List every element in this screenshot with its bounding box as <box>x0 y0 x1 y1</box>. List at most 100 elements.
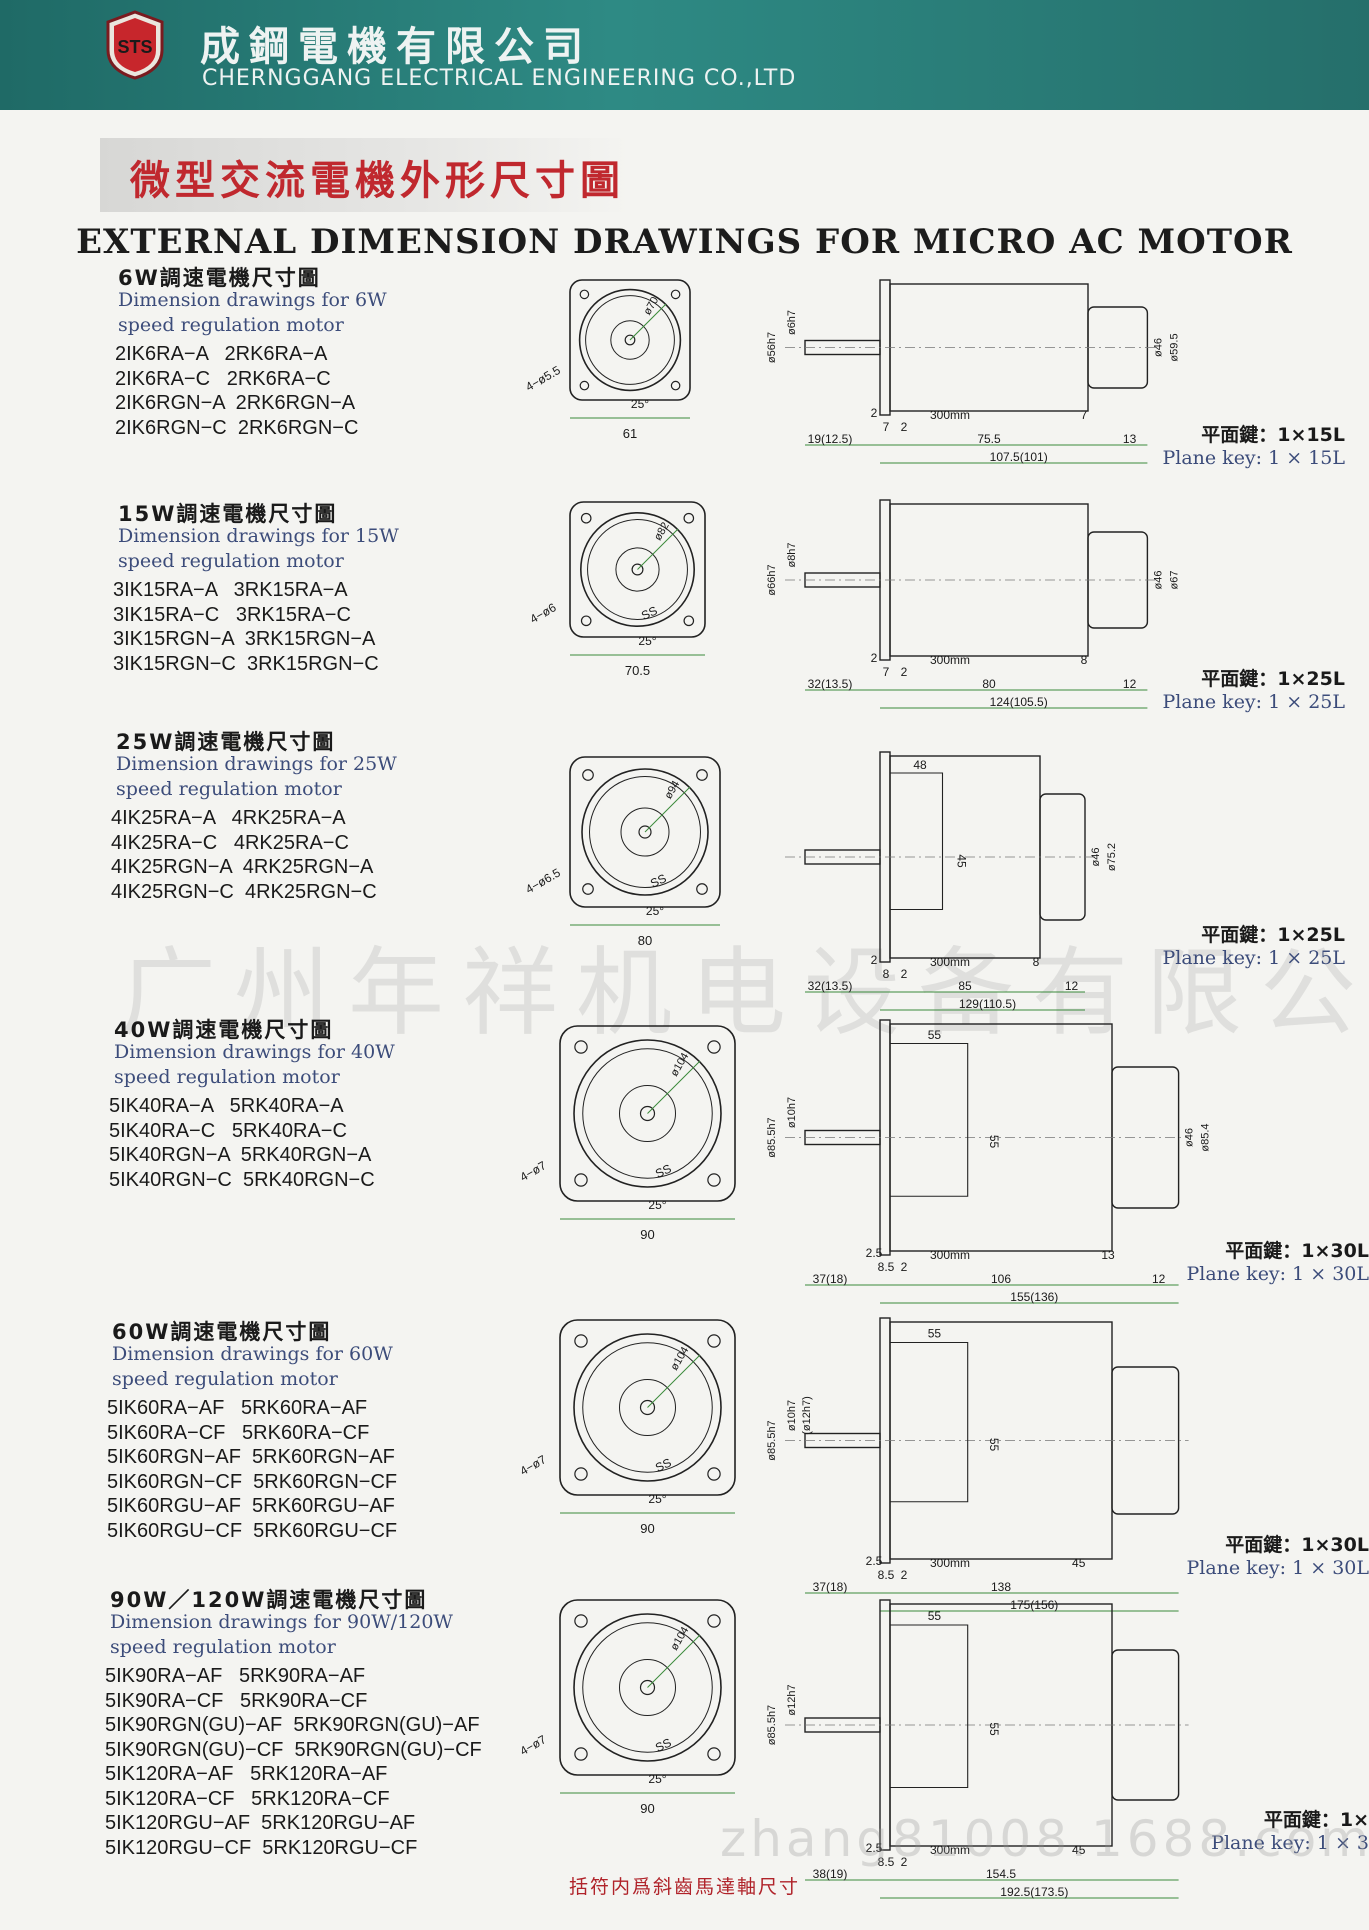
body-dia-dim: ø75.2 <box>1106 843 1118 871</box>
model-list: 2IK6RA−A 2RK6RA−A 2IK6RA−C 2RK6RA−C 2IK6… <box>115 343 359 439</box>
box-height-dim: 45 <box>955 854 969 868</box>
angle-dim: 25° <box>648 1772 666 1786</box>
ss-mark: SS <box>648 871 668 890</box>
rear-cover <box>1087 531 1149 629</box>
body-length-dim: 75.5 <box>977 432 1001 446</box>
company-name-en: CHERNGGANG ELECTRICAL ENGINEERING CO.,LT… <box>202 66 797 91</box>
angle-dim: 25° <box>648 1198 666 1212</box>
cover-dia-dim: ø46 <box>1090 848 1102 867</box>
shaft-ext-dim: 19(12.5) <box>808 432 853 446</box>
body-length-dim: 106 <box>991 1272 1011 1286</box>
flange-dia-dim: ø85.5h7 <box>766 1420 778 1460</box>
flange-circle <box>581 768 709 896</box>
total-length-dim: 129(110.5) <box>959 997 1016 1011</box>
plane-key-cn: 平面鍵：1×25L <box>1201 668 1345 690</box>
section-subtitle-line: speed regulation motor <box>116 778 342 800</box>
pcd-leader <box>647 1060 701 1114</box>
angle-dim: 25° <box>638 634 656 648</box>
box-width-dim: 55 <box>928 1028 942 1042</box>
terminal-box <box>890 1042 969 1197</box>
body-dia-dim: ø67 <box>1168 571 1180 590</box>
mount-hole <box>582 769 594 781</box>
plane-key-en: Plane key: 1 × 25L <box>1162 691 1345 713</box>
shaft-ext-dim: 32(13.5) <box>808 979 853 993</box>
flange-dia-dim: ø66h7 <box>766 564 778 595</box>
flange-outline <box>569 279 691 401</box>
pcd-leader <box>647 1634 701 1688</box>
watermark-text: 广州年祥机电设备有限公司 <box>120 937 1369 1049</box>
dim-c: 2 <box>901 1568 908 1582</box>
model-list: 5IK90RA−AF 5RK90RA−AF 5IK90RA−CF 5RK90RA… <box>105 1665 482 1859</box>
pcd-label: ø82 <box>652 520 672 542</box>
section-subtitle-line: Dimension drawings for 15W <box>118 525 399 547</box>
boss-circle <box>619 1659 676 1716</box>
model-list: 5IK40RA−A 5RK40RA−A 5IK40RA−C 5RK40RA−C … <box>109 1095 375 1191</box>
pilot-circle <box>589 776 701 888</box>
terminal-box <box>890 1624 969 1789</box>
box-width-dim: 55 <box>928 1609 942 1623</box>
shaft-circle <box>624 334 636 346</box>
plane-key-cn: 平面鍵：1×30L <box>1225 1240 1369 1262</box>
section-title: 6W調速電機尺寸圖 <box>118 266 321 290</box>
dim-a: 2 <box>871 406 878 420</box>
footnote: 括符内爲斜齒馬達軸尺寸 <box>568 1876 800 1898</box>
section-subtitle-line: speed regulation motor <box>118 550 344 572</box>
hole-callout: 4−ø5.5 <box>523 363 563 394</box>
plane-key-cn: 平面鍵：1×25L <box>1201 924 1345 946</box>
cable-length: 300mm <box>930 653 970 667</box>
pcd-leader <box>637 528 679 570</box>
banner-title-cn: 微型交流電機外形尺寸圖 <box>130 158 625 204</box>
total-length-dim: 124(105.5) <box>990 695 1048 709</box>
mount-hole <box>670 289 681 300</box>
section-title: 25W調速電機尺寸圖 <box>116 730 336 754</box>
tail-length-dim: 13 <box>1123 432 1137 446</box>
flange-dia-dim: ø85.5h7 <box>766 1117 778 1157</box>
shaft-dia-dim: ø10h7 <box>786 1097 798 1128</box>
dim-c: 2 <box>901 1260 908 1274</box>
plane-key-en: Plane key: 1 × 25L <box>1162 947 1345 969</box>
plane-key-cn: 平面鍵：1× <box>1263 1809 1369 1831</box>
mount-hole <box>707 1334 721 1348</box>
mount-hole <box>574 1040 588 1054</box>
flange-outline <box>559 1025 736 1202</box>
plane-key-en: Plane key: 1 × 3 <box>1211 1832 1369 1854</box>
boss-circle <box>619 1379 676 1436</box>
flange-circle <box>579 511 696 628</box>
shaft-dia-dim: ø6h7 <box>786 310 798 335</box>
pcd-leader <box>647 1354 701 1408</box>
flange-outline <box>569 756 721 908</box>
flange-circle <box>573 1613 722 1762</box>
dim-e: 13 <box>1101 1248 1115 1262</box>
dim-e: 7 <box>1081 408 1088 422</box>
mount-hole <box>696 769 708 781</box>
body-dia-dim: ø85.4 <box>1200 1123 1212 1151</box>
flange-dia-dim: ø56h7 <box>766 332 778 363</box>
cover-dia-dim: ø46 <box>1184 1128 1196 1147</box>
boss-circle <box>610 320 650 360</box>
dim-c: 2 <box>901 665 908 679</box>
pilot-circle <box>582 1622 713 1753</box>
logo-text: STS <box>117 37 152 57</box>
mount-hole <box>580 615 592 627</box>
shaft-circle <box>631 563 644 576</box>
mount-hole <box>579 380 590 391</box>
plane-key-en: Plane key: 1 × 30L <box>1186 1263 1369 1285</box>
dim-c: 2 <box>901 420 908 434</box>
mount-hole <box>683 615 695 627</box>
shaft-ext-dim: 38(19) <box>813 1867 848 1881</box>
box-height-dim: 55 <box>987 1135 1001 1149</box>
cover-dia-dim: ø46 <box>1152 571 1164 590</box>
dim-b: 8.5 <box>878 1855 895 1869</box>
box-height-dim: 55 <box>987 1438 1001 1452</box>
section-title: 90W／120W調速電機尺寸圖 <box>110 1588 428 1612</box>
model-list: 4IK25RA−A 4RK25RA−A 4IK25RA−C 4RK25RA−C … <box>111 807 377 903</box>
body-length-dim: 138 <box>991 1580 1011 1594</box>
dim-a: 2 <box>871 953 878 967</box>
header-bar: STS 成鋼電機有限公司 CHERNGGANG ELECTRICAL ENGIN… <box>0 0 1369 110</box>
